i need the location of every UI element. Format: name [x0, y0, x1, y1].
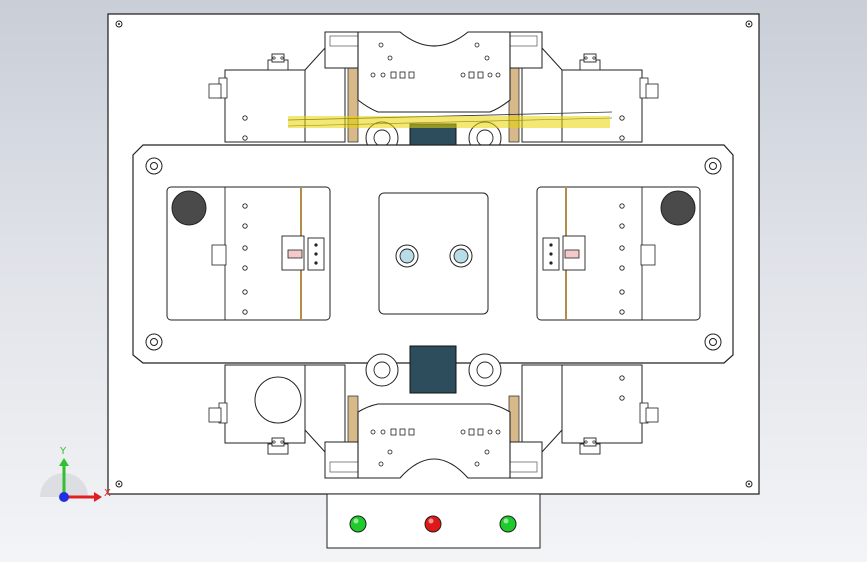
lower-right-block[interactable] — [561, 364, 659, 444]
green-lamp-right-highlight — [503, 518, 509, 524]
y-axis-arrowhead — [59, 458, 69, 466]
red-lamp[interactable] — [424, 515, 442, 533]
left-fixture[interactable] — [166, 186, 331, 321]
coordinate-triad[interactable]: X Y — [40, 446, 111, 502]
lower-cover-plate[interactable] — [409, 345, 457, 394]
y-axis-label: Y — [59, 446, 67, 457]
red-lamp-highlight — [428, 518, 434, 524]
right-fixture[interactable] — [536, 186, 701, 321]
z-axis-dot — [59, 492, 69, 502]
x-axis-arrowhead — [94, 492, 102, 502]
lower-left-block[interactable] — [208, 364, 306, 444]
lower-bearings — [365, 353, 502, 387]
center-plate[interactable] — [378, 192, 489, 315]
carrier-screws — [145, 157, 722, 351]
green-lamp-left-highlight — [353, 518, 359, 524]
lower-center-bracket[interactable] — [357, 403, 511, 479]
upper-right-block[interactable] — [561, 69, 659, 143]
green-lamp-left[interactable] — [349, 515, 367, 533]
x-axis-label: X — [104, 488, 111, 499]
annotation-leaders — [287, 111, 613, 128]
upper-left-block[interactable] — [208, 69, 306, 143]
corner-screws — [115, 20, 753, 488]
upper-center-bracket[interactable] — [357, 31, 511, 113]
green-lamp-right[interactable] — [499, 515, 517, 533]
lower-rails — [324, 441, 543, 479]
lower-wedge-supports — [304, 364, 563, 453]
control-lamps — [349, 515, 517, 533]
